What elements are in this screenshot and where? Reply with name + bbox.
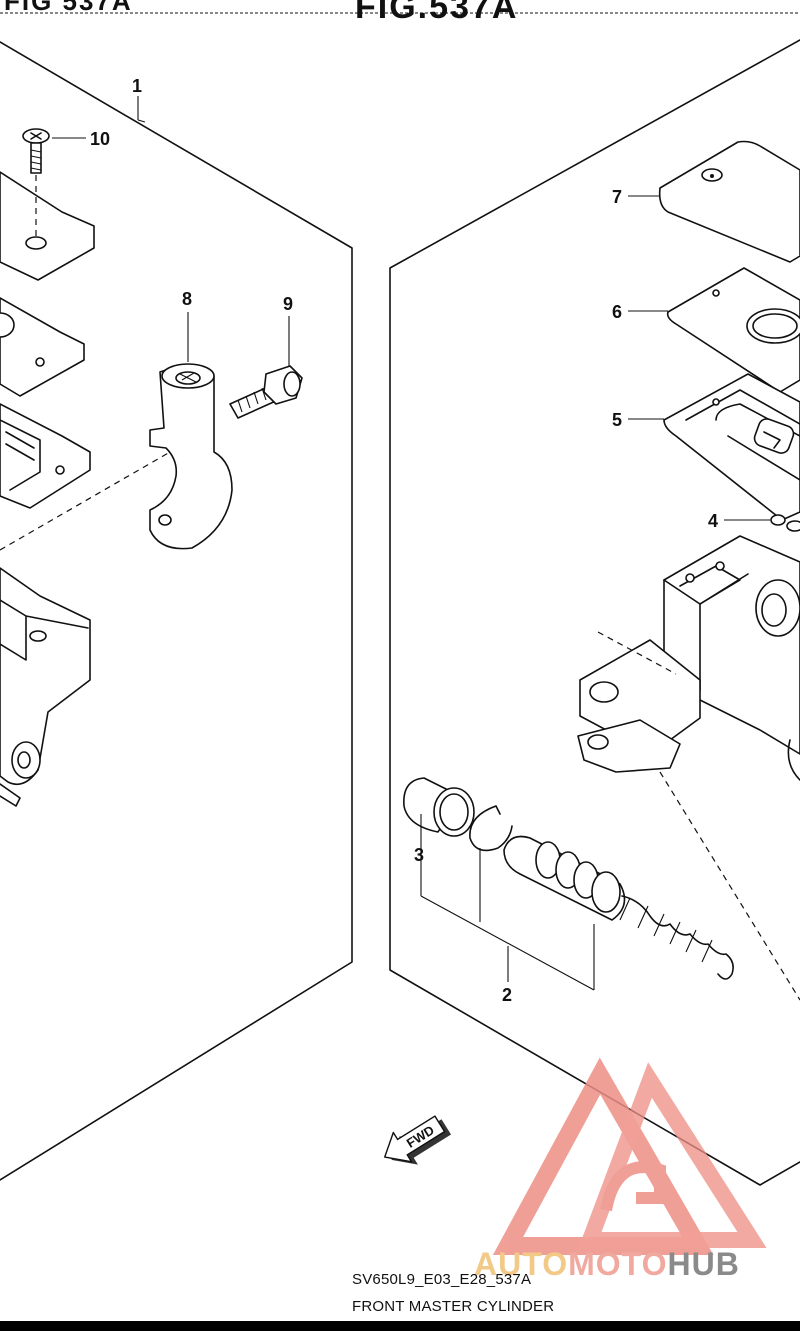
watermark-moto: MOTO (568, 1246, 668, 1282)
header-left-fragment: FIG 537A (4, 0, 133, 16)
right-assembly-panel (389, 39, 800, 1186)
left-reservoir-cap (0, 171, 95, 281)
diaphragm-part-5 (663, 373, 800, 521)
piston-part-2 (503, 835, 734, 980)
bottom-edge-bar (0, 1321, 800, 1331)
callout-9: 9 (283, 294, 293, 314)
callout-6: 6 (612, 302, 622, 322)
watermark-auto: AUTO (474, 1246, 569, 1282)
left-diaphragm-plate (0, 297, 85, 397)
screw-part-10 (22, 128, 50, 174)
callout-7: 7 (612, 187, 622, 207)
cap-screw-hole (25, 236, 47, 250)
cap-part-7 (658, 140, 800, 263)
right-panel-border (389, 39, 800, 1186)
callout-4: 4 (708, 511, 718, 531)
callout-10: 10 (90, 129, 110, 149)
bolt-part-9 (229, 365, 303, 419)
fwd-arrow-icon: FWD (384, 1115, 452, 1165)
left-diaphragm (0, 403, 91, 509)
model-code-caption: SV650L9_E03_E28_537A (352, 1271, 532, 1288)
callout-3: 3 (414, 845, 424, 865)
right-cylinder-body (577, 535, 800, 1001)
bracket-part-8 (149, 363, 233, 550)
watermark-logo-icon (492, 1057, 767, 1255)
left-panel-border (0, 41, 353, 1181)
boot-part-3 (403, 777, 475, 837)
left-cylinder-body (0, 567, 91, 786)
callout-8: 8 (182, 289, 192, 309)
watermark-wordmark: AUTOMOTOHUB (474, 1246, 740, 1283)
watermark-hub: HUB (667, 1246, 740, 1282)
left-assembly-panel (0, 41, 353, 1181)
diagram-name-caption: FRONT MASTER CYLINDER (352, 1298, 555, 1315)
ring-part-4 (770, 514, 800, 532)
callout-2: 2 (502, 985, 512, 1005)
circlip (469, 805, 513, 852)
callout-1: 1 (132, 76, 142, 96)
callout-5: 5 (612, 410, 622, 430)
plate-part-6 (666, 267, 800, 393)
